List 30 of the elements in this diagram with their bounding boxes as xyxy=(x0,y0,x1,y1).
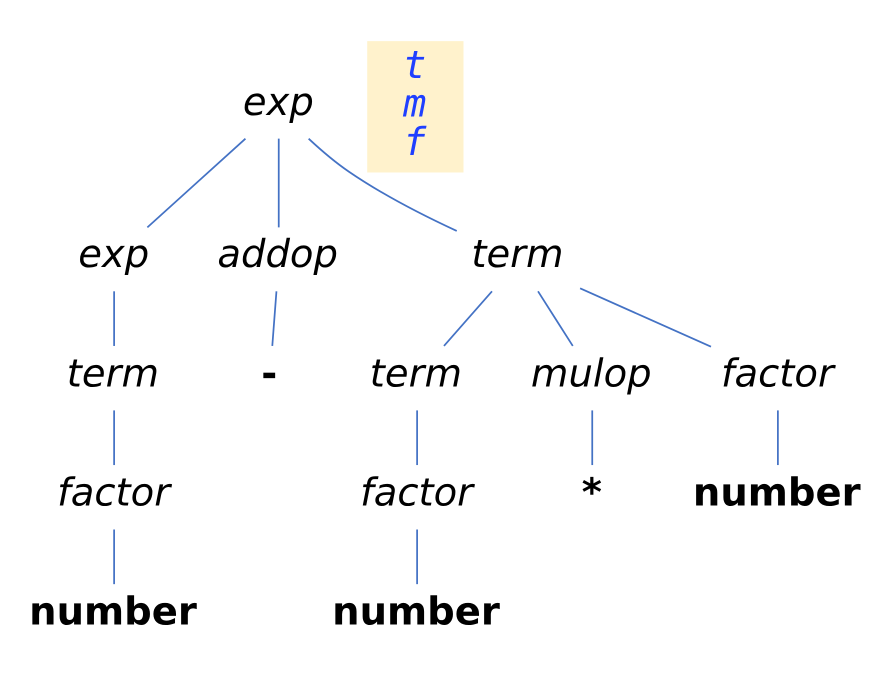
node-text: number xyxy=(692,470,861,515)
node-text: factor xyxy=(57,470,170,515)
connector xyxy=(591,410,594,465)
connector xyxy=(113,410,115,465)
node-text: exp xyxy=(242,79,314,124)
node-text: * xyxy=(582,470,602,515)
connector xyxy=(278,138,280,227)
connector xyxy=(271,290,278,346)
node-text: exp xyxy=(78,232,150,277)
node-text: term xyxy=(370,350,462,396)
connector xyxy=(113,529,115,584)
node-text: mulop xyxy=(530,350,652,396)
node-text: addop xyxy=(217,232,338,277)
connector xyxy=(580,287,712,347)
connector xyxy=(537,290,574,346)
node-text: factor xyxy=(360,470,474,515)
connector xyxy=(443,290,493,346)
connector xyxy=(777,410,779,465)
node-text: - xyxy=(261,350,278,396)
node-text: term xyxy=(471,232,564,277)
connector xyxy=(146,138,246,228)
connector xyxy=(308,138,458,232)
node-text: term xyxy=(66,350,159,396)
connector xyxy=(416,529,418,584)
node-text: number xyxy=(332,589,500,634)
connector xyxy=(416,410,418,465)
node-box: t m f xyxy=(367,40,464,172)
node-text: factor xyxy=(720,350,834,396)
node-text: number xyxy=(29,589,197,634)
connector xyxy=(113,290,115,346)
